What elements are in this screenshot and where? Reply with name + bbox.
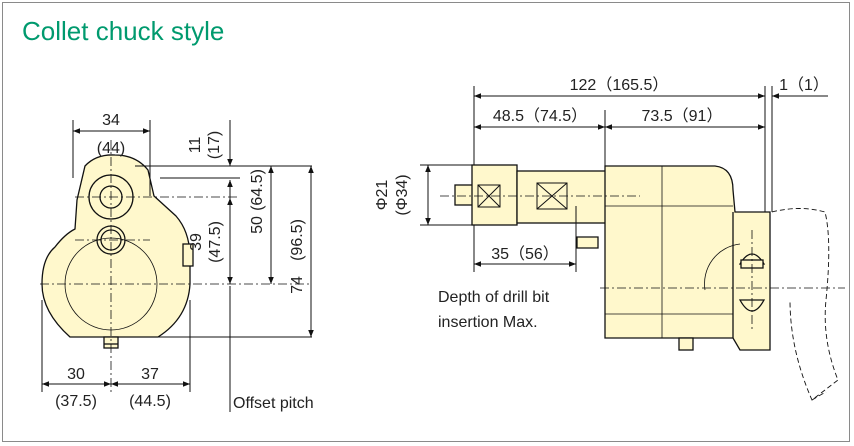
dim-bottom-left-alt: (37.5) bbox=[55, 393, 97, 410]
dim-top-width: 34 bbox=[102, 112, 120, 129]
dim-total-height-alt: (96.5) bbox=[289, 219, 306, 261]
dim-total-length: 122（165.5） bbox=[570, 76, 669, 94]
front-view bbox=[41, 154, 194, 349]
dim-top-width-alt: (44) bbox=[97, 140, 125, 157]
dim-center-height: 39 bbox=[188, 233, 205, 251]
dim-diameter-alt: (Φ34) bbox=[394, 174, 411, 215]
note-line-2: insertion Max. bbox=[438, 314, 538, 331]
side-grip-handle bbox=[771, 208, 839, 401]
dim-total-height: 74 bbox=[289, 276, 306, 294]
side-chuck-front bbox=[471, 164, 518, 226]
dim-bottom-right-alt: (44.5) bbox=[129, 393, 171, 410]
side-knob bbox=[576, 236, 599, 249]
dim-offset-a: 11 bbox=[187, 137, 204, 154]
dim-center-height-alt: (47.5) bbox=[207, 221, 224, 263]
side-main-body bbox=[604, 165, 771, 351]
side-bottom-pin bbox=[678, 337, 694, 351]
note-line-1: Depth of drill bit bbox=[438, 289, 550, 306]
dim-front: 48.5（74.5） bbox=[493, 107, 587, 125]
dim-diameter: Φ21 bbox=[374, 180, 391, 211]
dim-body: 73.5（91） bbox=[642, 107, 723, 125]
dim-offset-a-alt: (17) bbox=[206, 131, 223, 159]
dim-bottom-left: 30 bbox=[67, 366, 85, 383]
dim-insertion: 35（56） bbox=[491, 245, 559, 263]
front-side-lug bbox=[182, 243, 194, 267]
offset-pitch-label: Offset pitch bbox=[233, 395, 314, 412]
side-chuck-middle bbox=[516, 170, 608, 224]
side-view bbox=[454, 164, 771, 351]
diagram-title: Collet chuck style bbox=[22, 16, 225, 46]
dim-bottom-right: 37 bbox=[141, 366, 159, 383]
dim-height-50-alt: (64.5) bbox=[249, 169, 266, 211]
diagram-frame bbox=[2, 2, 850, 442]
dim-height-50: 50 bbox=[249, 216, 266, 234]
dim-tail: 1（1） bbox=[779, 76, 829, 94]
